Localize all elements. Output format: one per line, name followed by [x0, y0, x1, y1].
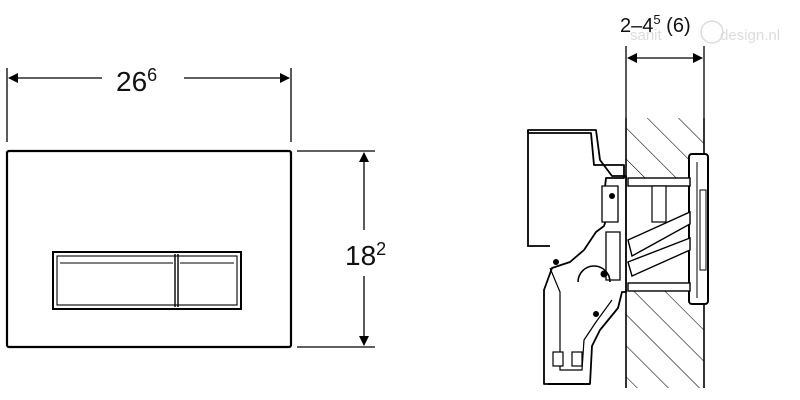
wall-hatching [626, 118, 704, 388]
screw-2 [593, 311, 599, 317]
cistern-body [527, 129, 627, 385]
cistern-inner-contour [549, 267, 613, 371]
cistern-outline [527, 129, 627, 385]
plate-side [688, 153, 709, 305]
button-frame-inner [56, 255, 238, 306]
flush-valve-housing [601, 185, 619, 223]
mounting-frame [627, 177, 691, 292]
pivot-point [600, 270, 608, 278]
drain-fitting-left [552, 351, 564, 367]
frame-bracket [651, 185, 667, 223]
plate-side-outline [688, 153, 709, 305]
depth-label: 2–45 (6) [620, 12, 691, 37]
height-dimension: 182 [297, 150, 386, 348]
width-dimension: 266 [6, 65, 292, 142]
screw-3 [609, 193, 615, 199]
width-label: 266 [116, 65, 157, 97]
lever-housing [605, 231, 621, 281]
depth-dimension: 2–45 (6) [620, 12, 705, 118]
front-view: 266 182 [5, 65, 386, 349]
plate-button-profile [699, 189, 707, 271]
watermark-right: design.nl [720, 27, 780, 44]
height-label: 182 [345, 239, 386, 271]
frame-top-bar [627, 177, 691, 187]
frame-bottom-bar [627, 282, 691, 292]
drain-fitting-right [571, 351, 583, 367]
actuator-rod-upper [627, 210, 691, 258]
actuator-rod-lower [627, 236, 691, 277]
actuator-plate [5, 149, 293, 349]
screw-1 [553, 259, 559, 265]
button-frame-outer [52, 251, 242, 310]
watermark-left: sanit [630, 27, 663, 44]
cistern-back [527, 130, 550, 247]
watermark-logo [700, 20, 724, 44]
flush-buttons [52, 251, 242, 310]
pivot-arc [577, 265, 611, 283]
side-view: sanit design.nl 2–45 (6) [527, 12, 780, 388]
